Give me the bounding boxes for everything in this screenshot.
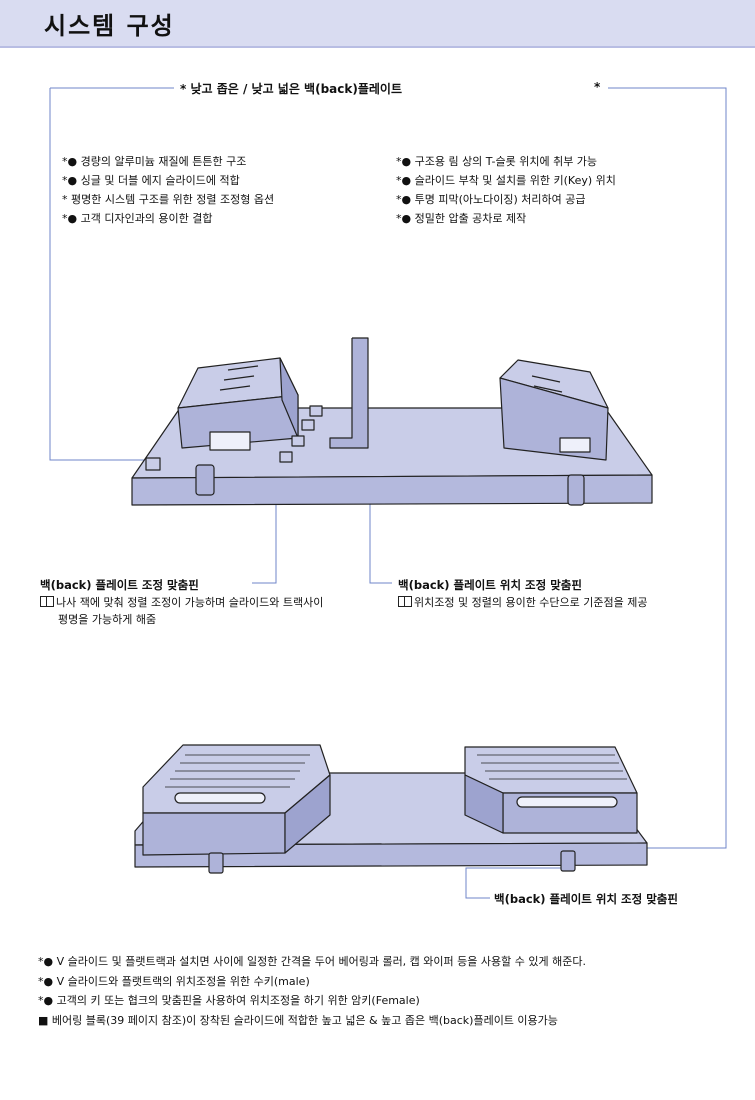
features-left: *● 경량의 알루미늄 재질에 튼튼한 구조 *● 싱글 및 더블 에지 슬라이…: [62, 152, 274, 228]
position-pin-bottom-title: 백(back) 플레이트 위치 조정 맞춤핀: [494, 892, 678, 906]
dowel-pin: [208, 852, 224, 874]
book-icon: [398, 596, 412, 607]
title-bar: [0, 0, 755, 46]
dowel-pin: [567, 474, 585, 506]
header-leader-right: [608, 87, 727, 849]
note-item: *● V 슬라이드 및 플랫트랙과 설치면 사이에 일정한 간격을 두어 베어링…: [38, 955, 586, 968]
feature-right-item: *● 구조용 림 상의 T-슬롯 위치에 취부 가능: [396, 155, 598, 168]
dowel-pin: [195, 464, 215, 496]
feature-right-item: *● 슬라이드 부착 및 설치를 위한 키(Key) 위치: [396, 174, 616, 187]
small-part: [145, 457, 161, 471]
page-title: 시스템 구성: [44, 12, 175, 40]
feature-left-item: *● 싱글 및 더블 에지 슬라이드에 적합: [62, 174, 240, 187]
left-block-front: [142, 812, 286, 856]
adjust-pin-title: 백(back) 플레이트 조정 맞춤핀: [40, 578, 199, 592]
feature-left-item: *● 경량의 알루미늄 재질에 튼튼한 구조: [62, 155, 247, 168]
header-leader-left-down: [49, 88, 150, 461]
small-part: [291, 435, 305, 447]
position-pin-bottom-leader: [465, 867, 566, 899]
features-right: *● 구조용 림 상의 T-슬롯 위치에 취부 가능 *● 슬라이드 부착 및 …: [396, 152, 616, 228]
left-block-side: [284, 774, 331, 854]
adjust-pin-desc-line2: 평명을 가능하게 해줌: [58, 613, 157, 626]
narrow-backplate-illustration: [131, 337, 653, 506]
dowel-pin: [560, 850, 576, 872]
note-item: ■ 베어링 블록(39 페이지 참조)이 장착된 슬라이드에 적합한 높고 넓은…: [38, 1013, 558, 1027]
right-block-rail: [516, 796, 618, 808]
feature-left-item: *● 고객 디자인과의 용이한 결합: [62, 212, 213, 225]
header-label: * 낮고 좁은 / 낮고 넓은 백(back)플레이트: [180, 82, 402, 96]
note-item: *● V 슬라이드와 플랫트랙의 위치조정을 위한 수키(male): [38, 974, 310, 988]
book-icon: [40, 596, 54, 607]
left-block-rail: [174, 792, 266, 804]
position-pin-top-desc: 위치조정 및 정렬의 용이한 수단으로 기준점을 제공: [398, 594, 648, 611]
right-block-slot: [559, 437, 591, 453]
wide-backplate-illustration: [134, 744, 648, 874]
position-pin-top-title: 백(back) 플레이트 위치 조정 맞춤핀: [398, 578, 582, 592]
feature-right-item: *● 투명 피막(아노다이징) 처리하여 공급: [396, 193, 586, 206]
left-block-slot: [209, 431, 251, 451]
small-part: [301, 419, 315, 431]
notes-list: *● V 슬라이드 및 플랫트랙과 설치면 사이에 일정한 간격을 두어 베어링…: [38, 952, 586, 1030]
feature-right-item: *● 정밀한 압출 공차로 제작: [396, 212, 527, 225]
right-block-top: [464, 746, 638, 794]
small-part: [309, 405, 323, 417]
note-item: *● 고객의 키 또는 협크의 맞춤핀을 사용하여 위치조정을 하기 위한 암키…: [38, 994, 420, 1007]
title-rule: [0, 46, 755, 48]
adjust-pin-desc: 나사 잭에 맞춰 정렬 조정이 가능하며 슬라이드와 트랙사이: [40, 594, 323, 611]
base-plate-front: [131, 474, 653, 506]
header-star: *: [594, 80, 601, 94]
right-block-side: [464, 774, 504, 834]
feature-left-item: * 평명한 시스템 구조를 위한 정렬 조정형 옵션: [62, 193, 275, 206]
small-part: [279, 451, 293, 463]
hex-key: [329, 337, 369, 449]
